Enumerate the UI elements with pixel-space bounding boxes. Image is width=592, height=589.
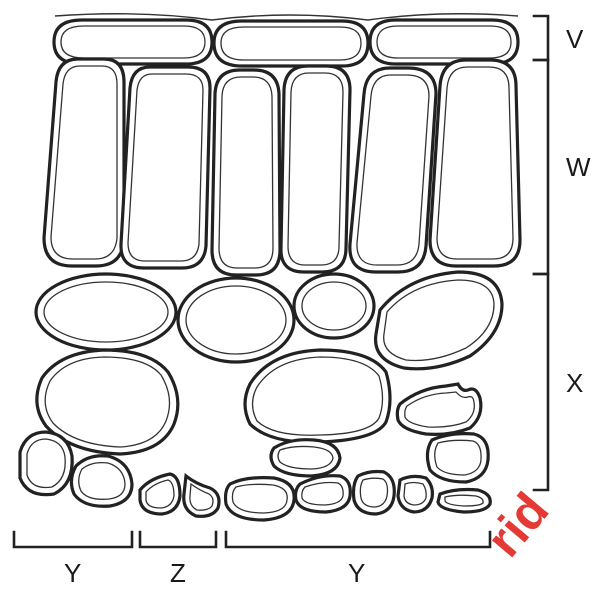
spongy-cell (397, 384, 481, 434)
spongy-cell (271, 440, 340, 476)
epidermis-cells (54, 20, 518, 66)
spongy-cell (427, 434, 488, 482)
palisade-cells (44, 59, 520, 275)
bracket-y-left (14, 532, 132, 547)
spongy-cell (376, 272, 502, 369)
epidermis-cell (214, 21, 368, 66)
bracket-y-right (226, 532, 490, 547)
epidermis-cell (54, 20, 212, 64)
lower-cell (140, 474, 180, 514)
palisade-cell (430, 60, 520, 266)
lower-epidermis-cells (140, 472, 490, 521)
lower-cell (398, 476, 432, 512)
palisade-cell (212, 70, 280, 275)
bracket-w (534, 60, 548, 274)
spongy-cell (245, 350, 390, 442)
palisade-cell (121, 67, 210, 268)
label-z: Z (170, 558, 186, 588)
bracket-x (534, 274, 548, 490)
spongy-cell (20, 432, 72, 495)
label-w: W (566, 152, 591, 182)
spongy-cell (178, 278, 294, 362)
bracket-z (140, 532, 216, 547)
epidermis-cell (370, 20, 518, 64)
lower-cell (184, 476, 219, 516)
spongy-cell (294, 274, 374, 338)
right-brackets (534, 16, 548, 490)
label-y-left: Y (64, 558, 81, 588)
bracket-v (534, 16, 548, 60)
label-y-right: Y (348, 558, 365, 588)
palisade-cell (350, 68, 436, 272)
spongy-cell (36, 274, 176, 350)
label-x: X (566, 368, 583, 398)
lower-cell (226, 478, 295, 520)
lower-cell (438, 490, 490, 513)
label-v: V (566, 24, 584, 54)
lower-cell (296, 476, 351, 512)
palisade-cell (44, 59, 124, 266)
palisade-cell (281, 66, 350, 272)
spongy-mesophyll-cells (20, 272, 502, 506)
bottom-brackets (14, 532, 490, 547)
lower-cell (354, 472, 395, 515)
spongy-cell (71, 456, 132, 507)
